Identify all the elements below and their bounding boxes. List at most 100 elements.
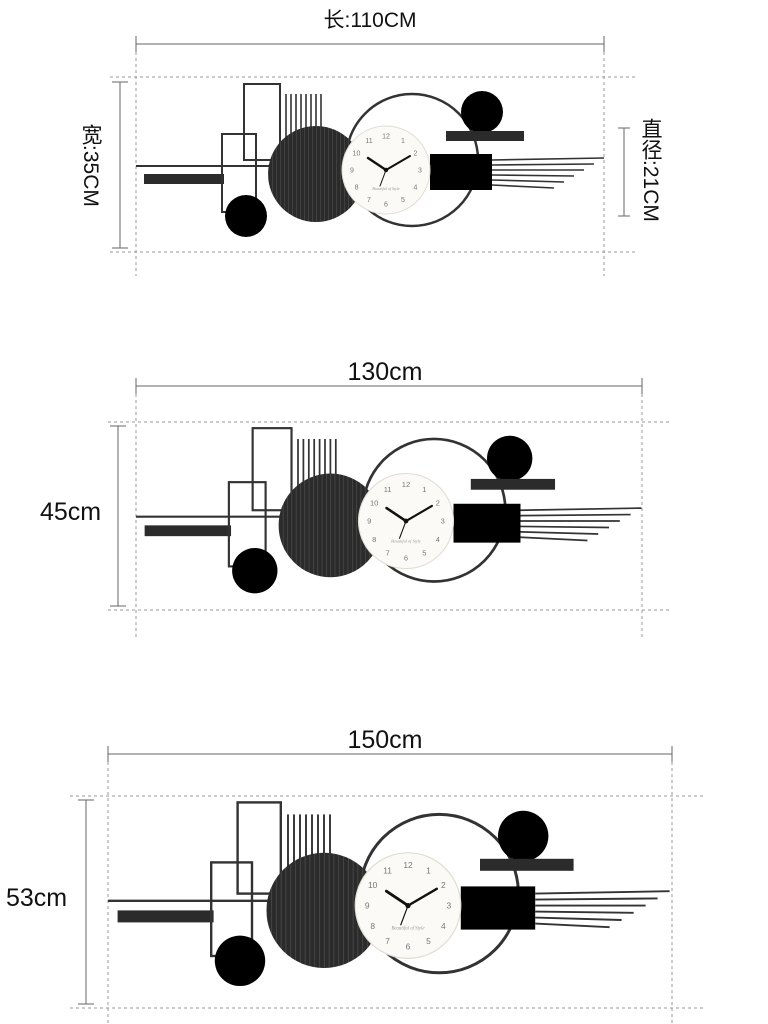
fan-line: [491, 179, 565, 183]
diameter-label: 直径:21CM: [639, 118, 662, 222]
clock-numeral: 7: [385, 936, 390, 946]
clock-pivot: [403, 518, 409, 524]
fan-line: [520, 536, 588, 542]
left-bar: [117, 910, 214, 923]
clock-numeral: 4: [441, 921, 446, 931]
fan-line: [520, 530, 599, 535]
clock-numeral: 5: [426, 936, 431, 946]
fan-line: [520, 513, 631, 517]
clock-numeral: 9: [367, 517, 371, 526]
fan-line: [491, 184, 555, 189]
fan-line: [535, 922, 610, 929]
width-label: 130cm: [347, 358, 423, 386]
clock-numeral: 2: [436, 498, 440, 507]
clock-numeral: 4: [436, 535, 440, 544]
minute-hand: [404, 504, 434, 523]
clock-signature: Beautiful of Style: [391, 927, 425, 932]
second-hand: [398, 520, 407, 539]
clock-numeral: 6: [384, 202, 388, 209]
wood-block: [430, 154, 492, 190]
clock-numeral: 3: [446, 901, 451, 911]
clock-numeral: 6: [404, 553, 408, 562]
clock-signature: Beautiful of Style: [372, 186, 400, 191]
clock-numeral: 8: [372, 535, 376, 544]
striped-disk: [266, 852, 382, 968]
hour-hand: [366, 156, 388, 172]
striped-disk: [268, 126, 364, 222]
fan-line: [491, 163, 595, 166]
clock-numeral: 1: [422, 485, 426, 494]
height-label: 45cm: [40, 498, 102, 526]
clock-numeral: 4: [413, 185, 417, 192]
clock-numeral: 11: [383, 865, 392, 875]
wood-disk-top: [487, 435, 533, 482]
wood-block: [453, 503, 521, 543]
top-bar: [480, 858, 574, 871]
second-hand: [400, 905, 409, 926]
left-bar: [144, 174, 224, 184]
clock-numeral: 6: [406, 941, 411, 951]
clock-numeral: 9: [350, 168, 354, 175]
fan-line: [491, 157, 605, 161]
clock-pivot: [405, 902, 411, 909]
wood-block: [460, 886, 536, 930]
fan-line: [535, 910, 634, 914]
clock-numeral: 8: [355, 185, 359, 192]
clock-numeral: 11: [365, 138, 372, 145]
wood-disk-small: [232, 548, 278, 594]
clock-numeral: 10: [370, 498, 378, 507]
top-bar: [470, 478, 556, 490]
clock-numeral: 11: [384, 485, 392, 494]
left-bar: [144, 525, 232, 537]
hour-hand: [384, 889, 410, 908]
clock-numeral: 8: [370, 921, 375, 931]
clock-numeral: 2: [441, 880, 446, 890]
clock-pivot: [383, 167, 389, 173]
clock-numeral: 12: [403, 860, 413, 870]
clock-signature: Beautiful of Style: [391, 539, 421, 544]
clock-numeral: 3: [418, 168, 422, 175]
tall-frame: [243, 83, 281, 161]
wood-disk-top: [461, 91, 503, 133]
wood-disk-small: [214, 935, 266, 986]
clock-numeral: 5: [422, 549, 426, 558]
hour-hand: [385, 506, 408, 523]
clock-numeral: 3: [441, 517, 445, 526]
wood-disk-small: [225, 195, 267, 237]
fan-line: [535, 916, 622, 921]
clock-numeral: 9: [365, 901, 370, 911]
fan-line: [520, 525, 610, 529]
wood-disk-top: [498, 810, 549, 862]
fan-line: [520, 507, 642, 512]
tall-frame: [236, 801, 283, 895]
clock-numeral: 1: [426, 865, 431, 875]
clock-numeral: 5: [401, 197, 405, 204]
clock-numeral: 7: [386, 549, 390, 558]
second-hand: [379, 169, 387, 187]
top-bar: [446, 131, 524, 141]
clock-numeral: 12: [382, 134, 390, 141]
clock-numeral: 7: [367, 197, 371, 204]
striped-disk: [278, 473, 383, 578]
minute-hand: [406, 887, 439, 907]
fan-line: [535, 897, 658, 901]
fan-line: [491, 174, 575, 177]
clock-numeral: 2: [413, 151, 417, 158]
clock-numeral: 1: [401, 138, 405, 145]
clock-numeral: 12: [402, 480, 410, 489]
clock-numeral: 10: [353, 151, 361, 158]
tall-frame: [251, 427, 293, 512]
minute-hand: [385, 155, 411, 171]
fan-line: [535, 890, 670, 895]
height-label: 宽:35CM: [79, 124, 102, 207]
clock-numeral: 10: [368, 880, 378, 890]
